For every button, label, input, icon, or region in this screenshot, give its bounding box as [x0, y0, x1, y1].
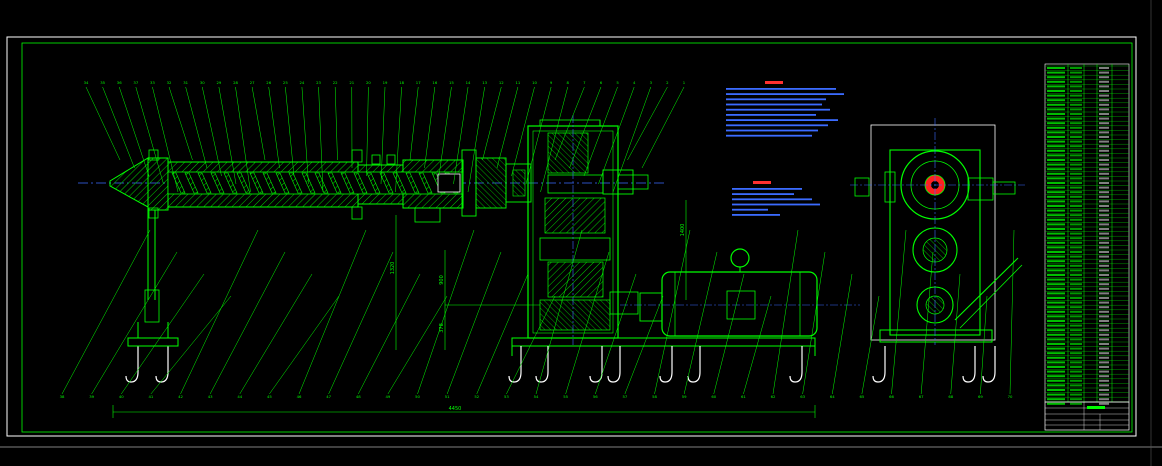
callout-number: 62 [771, 394, 776, 399]
callout-number: 16 [432, 80, 437, 85]
callout-number: 48 [356, 394, 361, 399]
barrel-heater-bands [351, 149, 507, 223]
callout-number: 40 [119, 394, 124, 399]
callout-number: 12 [499, 80, 504, 85]
callout-number: 5 [616, 80, 619, 85]
sheet-border-outer [6, 36, 1137, 437]
dim-overall-length: 4450 [449, 406, 462, 412]
callout-number: 1 [683, 80, 686, 85]
callout-number: 3 [650, 80, 653, 85]
reduction-gearbox [527, 115, 649, 345]
callout-number: 43 [208, 394, 213, 399]
gearbox-side-view [850, 118, 1025, 345]
dim-height-right: 1400 [680, 224, 686, 237]
dim-height-mid: 900 [439, 275, 445, 285]
callout-number: 33 [150, 80, 155, 85]
callout-number: 13 [482, 80, 487, 85]
callout-number: 14 [466, 80, 471, 85]
sheet-border-inner [21, 42, 1133, 433]
callout-number: 24 [300, 80, 305, 85]
callout-number: 19 [383, 80, 388, 85]
callout-number: 31 [183, 80, 188, 85]
callout-number: 35 [100, 80, 105, 85]
callout-number: 58 [652, 394, 657, 399]
callout-number: 45 [267, 394, 272, 399]
callout-number: 21 [349, 80, 354, 85]
technical-requirements-notes [726, 81, 844, 216]
part-callouts-bottom: 38 39 40 41 42 43 44 45 46 47 48 49 50 51 52 53 54 55 56 57… [60, 229, 1015, 399]
callout-number: 70 [1008, 394, 1013, 399]
callout-number: 7 [583, 80, 586, 85]
callout-number: 42 [178, 394, 183, 399]
callout-number: 23 [316, 80, 321, 85]
callout-number: 49 [385, 394, 390, 399]
dim-height-main: 1320 [390, 262, 396, 275]
callout-number: 2 [666, 80, 669, 85]
extruder-screw [171, 172, 461, 194]
callout-number: 9 [550, 80, 553, 85]
callout-number: 27 [250, 80, 255, 85]
barrel-support-stand [127, 210, 179, 347]
callout-number: 59 [682, 394, 687, 399]
callout-number: 52 [474, 394, 479, 399]
callout-number: 4 [633, 80, 636, 85]
callout-number: 20 [366, 80, 371, 85]
extruder-barrel [167, 159, 464, 209]
callout-number: 57 [622, 394, 627, 399]
thrust-bearing-housing [505, 163, 532, 203]
callout-number: 38 [60, 394, 65, 399]
machine-base [511, 337, 816, 356]
callout-number: 11 [515, 80, 520, 85]
callout-number: 55 [563, 394, 568, 399]
callout-number: 10 [532, 80, 537, 85]
callout-number: 30 [200, 80, 205, 85]
dim-height-low: 378 [439, 323, 445, 333]
foundation-anchor-bolts [125, 346, 996, 383]
callout-number: 47 [326, 394, 331, 399]
callout-number: 46 [297, 394, 302, 399]
callout-number: 41 [148, 394, 153, 399]
callout-number: 28 [233, 80, 238, 85]
callout-number: 53 [504, 394, 509, 399]
callout-number: 65 [859, 394, 864, 399]
callout-number: 64 [830, 394, 835, 399]
callout-number: 17 [416, 80, 421, 85]
callout-number: 61 [741, 394, 746, 399]
callout-number: 50 [415, 394, 420, 399]
callout-number: 54 [534, 394, 539, 399]
callout-number: 34 [84, 80, 89, 85]
callout-number: 29 [216, 80, 221, 85]
callout-number: 32 [167, 80, 172, 85]
callout-number: 39 [89, 394, 94, 399]
callout-number: 69 [978, 394, 983, 399]
callout-number: 36 [117, 80, 122, 85]
callout-number: 66 [889, 394, 894, 399]
title-block [1044, 401, 1130, 431]
callout-number: 18 [399, 80, 404, 85]
callout-number: 25 [283, 80, 288, 85]
callout-number: 37 [133, 80, 138, 85]
callout-number: 44 [237, 394, 242, 399]
callout-number: 60 [711, 394, 716, 399]
callout-number: 67 [919, 394, 924, 399]
callout-number: 51 [445, 394, 450, 399]
dimension-lines: 4450 1320 900 378 1400 [112, 200, 816, 418]
extruder-die-head [109, 149, 169, 219]
callout-number: 68 [948, 394, 953, 399]
parts-list-table [1044, 63, 1130, 405]
callout-number: 6 [600, 80, 603, 85]
callout-number: 8 [567, 80, 570, 85]
drive-motor [620, 248, 860, 337]
callout-number: 56 [593, 394, 598, 399]
callout-number: 15 [449, 80, 454, 85]
callout-number: 22 [333, 80, 338, 85]
callout-number: 63 [800, 394, 805, 399]
callout-number: 26 [266, 80, 271, 85]
